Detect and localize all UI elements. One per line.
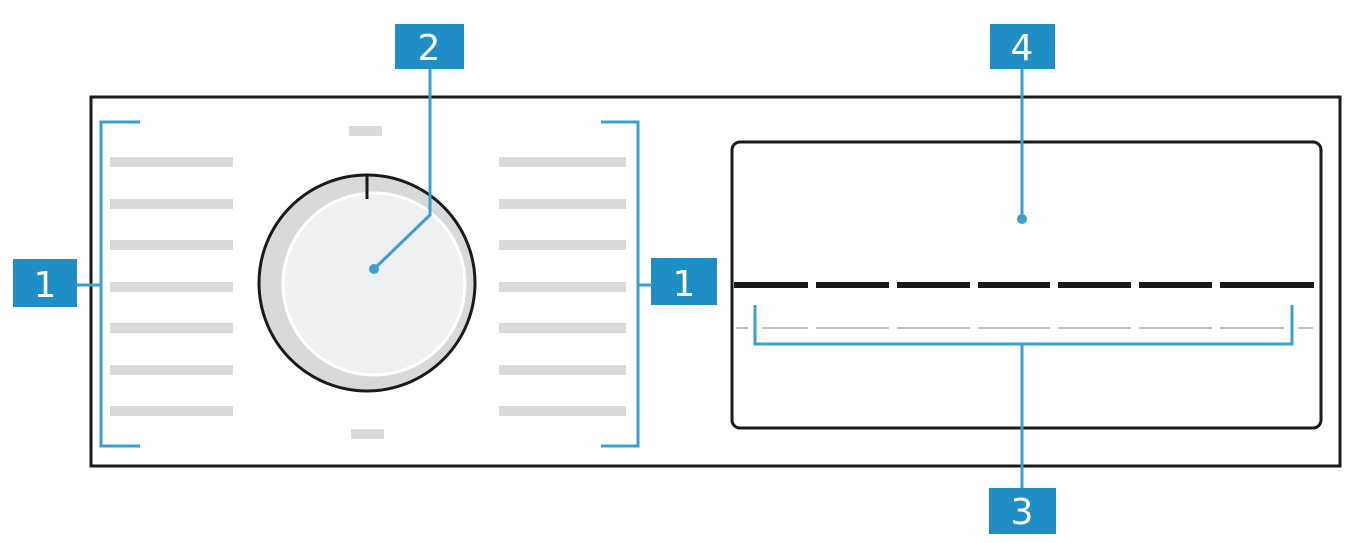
svg-text:1: 1 <box>34 265 57 306</box>
svg-text:3: 3 <box>1011 492 1034 533</box>
program-dial[interactable] <box>257 173 477 393</box>
svg-text:4: 4 <box>1011 28 1034 69</box>
callout-badge-3: 3 <box>989 488 1056 534</box>
left-program-labels <box>110 157 233 416</box>
right-program-labels <box>499 157 626 416</box>
dial-bottom-label <box>351 429 384 439</box>
svg-text:1: 1 <box>673 264 696 305</box>
callout-badge-1-right: 1 <box>651 258 717 305</box>
callout-badge-1-left: 1 <box>13 259 77 307</box>
dial-leader <box>372 68 432 271</box>
display-center-dot <box>1017 214 1027 224</box>
callout-badge-2: 2 <box>395 24 464 69</box>
dial-top-label <box>349 126 382 136</box>
callout-badge-4: 4 <box>990 24 1055 69</box>
svg-text:2: 2 <box>418 28 441 69</box>
